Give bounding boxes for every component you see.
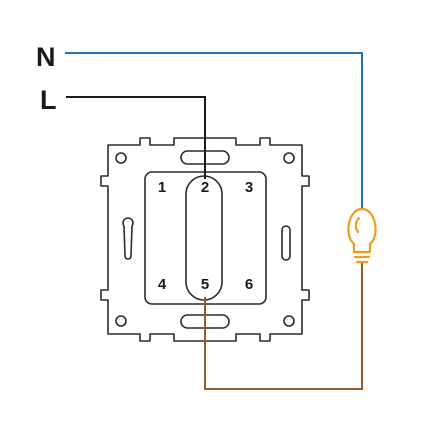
terminal-label-5: 5 [201,276,209,293]
terminal-label-3: 3 [245,179,253,196]
terminal-label-2: 2 [201,179,209,196]
live-label: L [40,85,57,115]
terminal-label-1: 1 [158,179,166,196]
light-bulb-icon [347,207,377,264]
terminal-label-4: 4 [158,276,167,293]
load-wire [204,262,363,390]
neutral-label: N [36,42,56,72]
live-wire [66,96,206,179]
neutral-wire [65,52,363,208]
terminal-label-6: 6 [245,276,253,293]
